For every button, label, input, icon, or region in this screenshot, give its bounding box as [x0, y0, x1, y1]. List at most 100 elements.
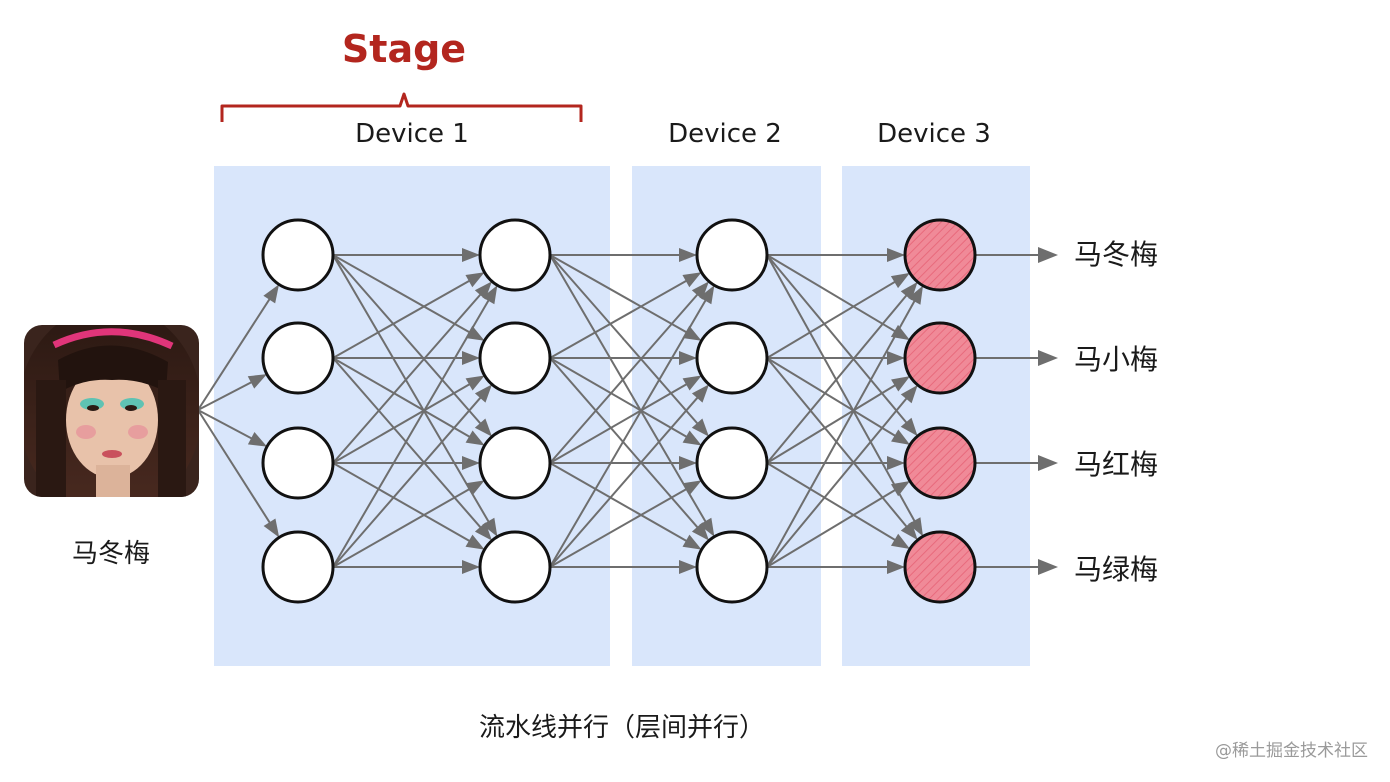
edge-l1-2-3 — [332, 357, 477, 442]
edge-l1-3-4 — [332, 462, 477, 546]
edge-l1-4-1-head — [482, 285, 498, 305]
diagram-caption: 流水线并行（层间并行） — [479, 713, 765, 743]
edge-l1-1-4-head — [482, 517, 498, 537]
neuron-l3-3 — [695, 426, 769, 500]
edge-l2-1-3 — [549, 254, 704, 430]
output-label-3: 马红梅 — [1074, 448, 1158, 481]
edge-l3-4-2 — [766, 392, 913, 568]
edge-l1-3-2 — [332, 379, 477, 464]
neuron-l2-4 — [478, 530, 552, 604]
edge-l1-3-1 — [332, 288, 487, 464]
output-neuron-1 — [903, 218, 977, 292]
edge-l2-3-3-head — [679, 456, 697, 470]
edge-l2-4-3-head — [682, 480, 702, 496]
edge-l3-2-3-head — [891, 429, 911, 445]
edge-l3-1-2 — [766, 254, 902, 336]
neuron-l2-3 — [478, 426, 552, 500]
edge-l1-3-1-head — [474, 281, 492, 300]
edge-l3-3-2-head — [891, 376, 911, 392]
edge-l3-3-1-head — [900, 281, 918, 301]
input-edge-2-head — [247, 374, 267, 389]
edge-l1-1-3-head — [474, 418, 492, 437]
edge-l2-4-2-head — [691, 384, 710, 403]
edge-l2-3-2-head — [682, 375, 702, 391]
edge-l1-2-4-head — [474, 522, 493, 541]
edge-l3-3-4-head — [890, 533, 911, 549]
edge-l3-4-2-head — [900, 384, 918, 404]
neuron-l3-2 — [695, 321, 769, 395]
edge-l2-2-4-head — [691, 522, 710, 541]
watermark: @稀土掘金技术社区 — [1215, 741, 1368, 761]
edge-l2-1-2 — [549, 254, 694, 337]
edge-l3-2-3 — [766, 357, 903, 441]
edge-l3-2-1-head — [890, 272, 910, 289]
edge-l2-4-1 — [549, 293, 711, 568]
output-edge-4-head — [1038, 559, 1058, 575]
edge-l2-4-3 — [549, 484, 694, 568]
output-neuron-3 — [903, 426, 977, 500]
edge-l3-2-2-head — [887, 351, 905, 365]
device-3-label: Device 3 — [877, 119, 991, 149]
edge-l3-4-1 — [766, 293, 920, 568]
input-edge-1 — [197, 292, 275, 411]
edge-l1-4-3 — [332, 484, 477, 568]
edge-l3-2-1 — [766, 277, 902, 359]
edge-l2-4-2 — [549, 391, 704, 568]
edge-l2-3-4-head — [682, 534, 702, 550]
edge-l3-2-4-head — [900, 521, 918, 541]
output-neuron-2 — [903, 321, 977, 395]
edge-l3-4-1-head — [908, 285, 924, 305]
edge-l2-1-2-head — [682, 325, 702, 341]
edge-l3-4-3 — [766, 485, 902, 568]
edge-l2-4-1-head — [699, 285, 715, 305]
output-edge-1-head — [1038, 247, 1058, 263]
stage-label: Stage — [342, 27, 466, 71]
edge-l3-3-1 — [766, 288, 912, 464]
edge-l2-1-4 — [549, 254, 711, 529]
edge-l1-2-1 — [332, 276, 477, 359]
output-neuron-4 — [903, 530, 977, 604]
edge-l1-1-2-head — [465, 325, 485, 341]
edge-l1-4-3-head — [465, 480, 485, 496]
edge-l1-4-1 — [332, 293, 494, 568]
edge-l1-2-3-head — [465, 430, 485, 446]
edge-l1-4-4-head — [462, 560, 480, 574]
input-edge-4-head — [263, 518, 280, 538]
edge-l2-3-1-head — [691, 281, 709, 300]
input-edge-3 — [197, 409, 259, 443]
neuron-l2-1 — [478, 218, 552, 292]
input-label: 马冬梅 — [72, 539, 150, 569]
edge-l2-2-3-head — [682, 430, 702, 446]
neuron-l3-1 — [695, 218, 769, 292]
edge-l1-2-2-head — [462, 351, 480, 365]
edge-l2-1-3-head — [691, 418, 709, 437]
network-edges — [197, 247, 1058, 575]
neuron-l1-3 — [261, 426, 335, 500]
edge-l1-4-2 — [332, 391, 487, 568]
network-neurons — [261, 218, 977, 604]
edge-l2-3-4 — [549, 462, 694, 546]
edge-l1-1-2 — [332, 254, 477, 337]
neuron-l1-2 — [261, 321, 335, 395]
edge-l3-4-3-head — [890, 481, 911, 497]
input-edge-2 — [197, 377, 259, 411]
neuron-l1-4 — [261, 530, 335, 604]
edge-l3-4-4-head — [887, 560, 905, 574]
output-label-2: 马小梅 — [1074, 343, 1158, 376]
edge-l1-1-1-head — [462, 248, 480, 262]
edge-l1-2-4 — [332, 357, 487, 534]
edge-l1-4-2-head — [474, 384, 493, 403]
edge-l3-3-4 — [766, 462, 902, 545]
edge-l2-3-1 — [549, 288, 704, 464]
input-portrait-image — [24, 325, 199, 497]
edge-l2-1-4-head — [699, 517, 715, 537]
edge-l2-2-1-head — [682, 272, 702, 288]
edge-l2-2-4 — [549, 357, 704, 534]
edge-l3-1-1-head — [887, 248, 905, 262]
edge-l3-3-3-head — [887, 456, 905, 470]
edge-l2-3-2 — [549, 379, 694, 464]
input-edge-1-head — [263, 284, 280, 304]
edge-l2-4-4-head — [679, 560, 697, 574]
device-1-label: Device 1 — [355, 119, 469, 149]
